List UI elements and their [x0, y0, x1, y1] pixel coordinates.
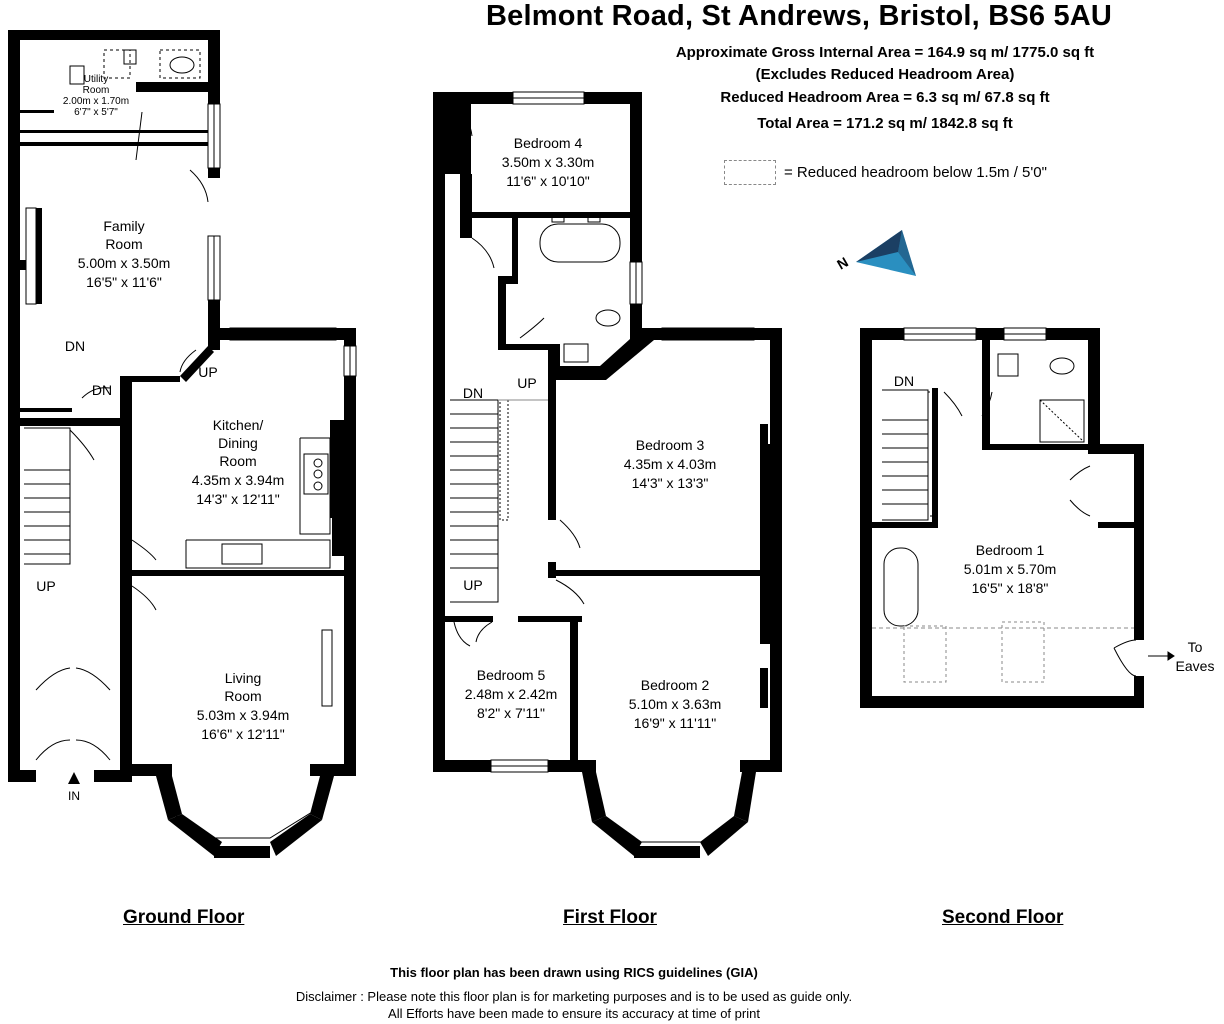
- bedroom3-imperial: 14'3" x 13'3": [632, 475, 709, 491]
- bedroom4-imperial: 11'6" x 10'10": [506, 173, 590, 189]
- bedroom3-name: Bedroom 3: [636, 437, 705, 453]
- kitchen-name-2: Dining: [218, 435, 258, 451]
- entrance-arrow-icon: [68, 772, 80, 784]
- bedroom5-imperial: 8'2" x 7'11": [477, 705, 545, 721]
- second-dn-label: DN: [894, 373, 914, 389]
- ground-dn-label-1: DN: [65, 338, 85, 354]
- eaves-label-2: Eaves: [1176, 658, 1215, 674]
- bedroom5-metric: 2.48m x 2.42m: [465, 686, 558, 702]
- compass-north-label: N: [834, 254, 851, 273]
- utility-room-name-1: Utility: [84, 74, 108, 85]
- disclaimer-line-1: Disclaimer : Please note this floor plan…: [295, 989, 853, 1004]
- reduced-area: Reduced Headroom Area = 6.3 sq m/ 67.8 s…: [720, 89, 1050, 106]
- kitchen-imperial: 14'3" x 12'11": [196, 491, 280, 507]
- utility-room-imperial: 6'7" x 5'7": [74, 107, 118, 118]
- kitchen-metric: 4.35m x 3.94m: [192, 472, 285, 488]
- living-room-imperial: 16'6" x 12'11": [201, 726, 285, 742]
- ground-up-label-2: UP: [36, 578, 55, 594]
- family-room-metric: 5.00m x 3.50m: [78, 255, 171, 271]
- compass-icon: N: [834, 230, 916, 276]
- utility-room-metric: 2.00m x 1.70m: [63, 96, 129, 107]
- kitchen-name-3: Room: [219, 453, 256, 469]
- utility-room-name-2: Room: [83, 85, 110, 96]
- first-floor-label: First Floor: [563, 907, 657, 928]
- bedroom2-name: Bedroom 2: [641, 677, 710, 693]
- gross-area: Approximate Gross Internal Area = 164.9 …: [675, 44, 1095, 61]
- rics-note: This floor plan has been drawn using RIC…: [390, 965, 758, 980]
- total-area: Total Area = 171.2 sq m/ 1842.8 sq ft: [757, 115, 1013, 132]
- family-room-imperial: 16'5" x 11'6": [86, 274, 162, 290]
- bedroom2-metric: 5.10m x 3.63m: [629, 696, 722, 712]
- bedroom4-name: Bedroom 4: [514, 135, 583, 151]
- first-dn-label: DN: [463, 385, 483, 401]
- page-title: Belmont Road, St Andrews, Bristol, BS6 5…: [486, 0, 1113, 32]
- bedroom5-name: Bedroom 5: [477, 667, 546, 683]
- first-up-label-1: UP: [517, 375, 536, 391]
- bedroom1-imperial: 16'5" x 18'8": [972, 580, 1049, 596]
- bedroom4-metric: 3.50m x 3.30m: [502, 154, 595, 170]
- living-room-metric: 5.03m x 3.94m: [197, 707, 290, 723]
- first-up-label-2: UP: [463, 577, 482, 593]
- bedroom3-metric: 4.35m x 4.03m: [624, 456, 717, 472]
- ground-dn-label-2: DN: [92, 382, 112, 398]
- ground-up-label-1: UP: [198, 364, 217, 380]
- ground-floor-plan: [8, 30, 356, 782]
- bedroom1-metric: 5.01m x 5.70m: [964, 561, 1057, 577]
- second-floor-label: Second Floor: [942, 907, 1064, 928]
- living-room-name-2: Room: [224, 688, 261, 704]
- bedroom2-imperial: 16'9" x 11'11": [634, 715, 717, 731]
- kitchen-name-1: Kitchen/: [213, 417, 264, 433]
- first-floor-plan: [433, 92, 782, 772]
- family-room-name-2: Room: [105, 236, 142, 252]
- ground-floor-label: Ground Floor: [123, 907, 245, 928]
- disclaimer-line-2: All Efforts have been made to ensure its…: [388, 1006, 760, 1021]
- reduced-headroom-legend: = Reduced headroom below 1.5m / 5'0": [784, 164, 1047, 181]
- eaves-label-1: To: [1188, 639, 1203, 655]
- bedroom1-name: Bedroom 1: [976, 542, 1045, 558]
- entrance-label: IN: [68, 789, 80, 803]
- excludes-note: (Excludes Reduced Headroom Area): [755, 66, 1015, 83]
- reduced-headroom-legend-swatch: [724, 160, 776, 185]
- family-room-name-1: Family: [103, 218, 144, 234]
- second-floor-plan: [860, 328, 1144, 708]
- living-room-name-1: Living: [225, 670, 262, 686]
